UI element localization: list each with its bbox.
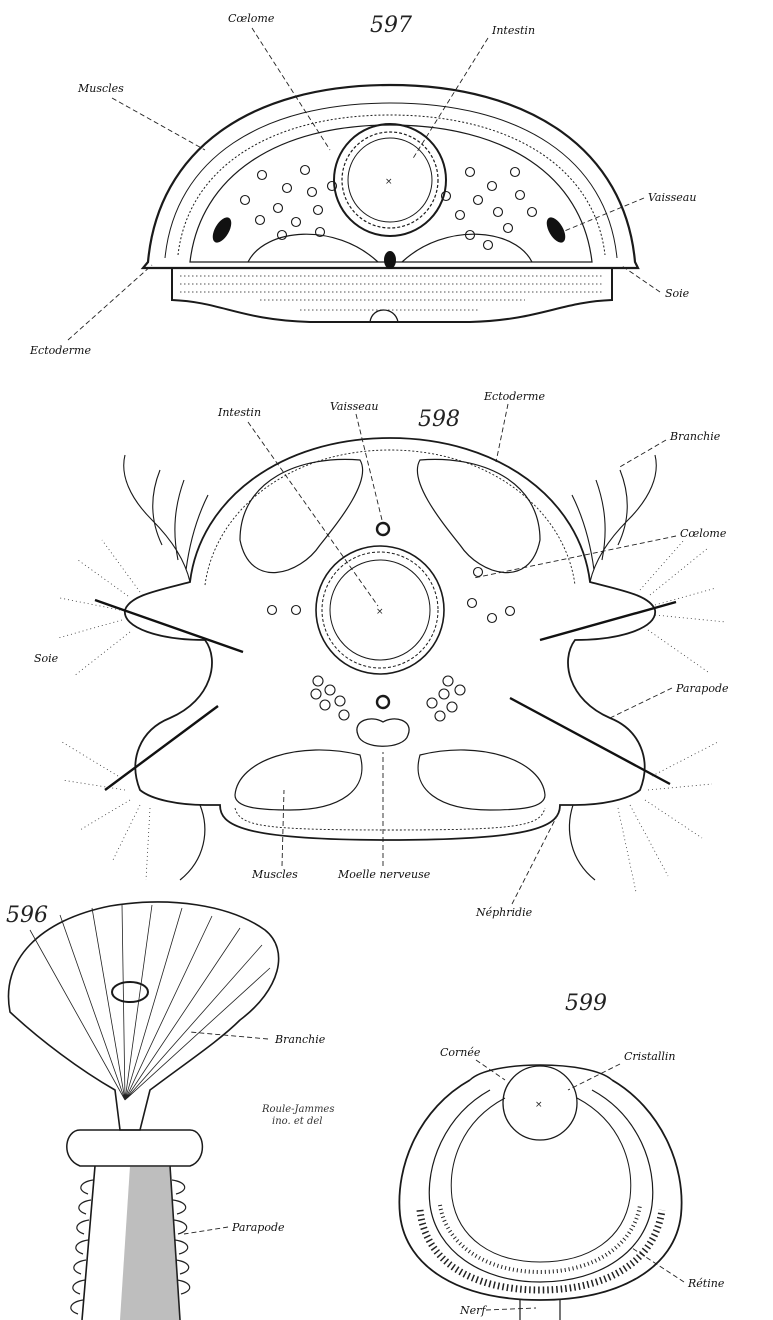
fig598-label-ectoderme: Ectoderme xyxy=(483,390,545,403)
signature-line-1: Roule-Jammes xyxy=(261,1104,334,1115)
fig598-chaeta-lower-left xyxy=(105,706,218,790)
fig598-chaeta-upper-left xyxy=(95,600,243,652)
fig598-ventral-vessel xyxy=(377,696,389,708)
fig598-dorsal-muscle-left xyxy=(240,459,363,572)
fig599-crystalline-mark: × xyxy=(535,1100,543,1110)
fig598-intestine-mark: × xyxy=(376,607,384,617)
fig598-leader-nephridie xyxy=(512,810,560,904)
fig598-ventral-ectoderm xyxy=(235,808,545,830)
fig598-cirrus-right xyxy=(569,805,595,880)
fig598-leader-vaisseau xyxy=(356,414,382,520)
fig599-leader-cornee xyxy=(476,1060,505,1080)
fig597-ventral-vessel xyxy=(384,251,396,269)
fig598-label-parapode: Parapode xyxy=(675,682,729,695)
fig596-leader-parapode xyxy=(184,1227,228,1234)
fig597-label-ectoderme: Ectoderme xyxy=(29,344,91,357)
figure-598: 598 × xyxy=(34,390,729,919)
fig598-ventral-muscle-right xyxy=(418,750,545,810)
fig598-leader-ectoderme xyxy=(496,404,508,462)
fig598-dorsal-vessel xyxy=(377,523,389,535)
fig598-leader-branchie xyxy=(618,440,666,468)
fig598-label-moelle: Moelle nerveuse xyxy=(337,868,431,881)
fig597-ventral-groove xyxy=(370,310,398,322)
fig598-nerve-cord xyxy=(357,719,409,746)
fig598-label-vaisseau: Vaisseau xyxy=(330,400,378,413)
fig596-leader-branchie xyxy=(190,1032,268,1039)
fig596-collar xyxy=(67,1130,203,1166)
fig597-leader-soie xyxy=(622,266,660,292)
fig599-optic-nerve xyxy=(520,1300,560,1320)
signature-line-2: ino. et del xyxy=(272,1116,322,1127)
figure-number-596: 596 xyxy=(6,903,48,928)
fig597-muscle-mound-left xyxy=(248,234,378,262)
fig597-label-muscles: Muscles xyxy=(77,82,124,95)
fig597-leader-intestin xyxy=(412,38,488,160)
fig598-label-coelome: Cœlome xyxy=(680,527,727,540)
fig599-eye-inner-1 xyxy=(429,1090,653,1282)
fig597-label-soie: Soie xyxy=(665,287,690,300)
figure-number-597: 597 xyxy=(370,13,412,38)
fig599-eye-outer xyxy=(399,1080,681,1300)
fig598-branchia-right xyxy=(572,455,656,582)
fig596-label-parapode: Parapode xyxy=(231,1221,285,1234)
fig598-label-intestin: Intestin xyxy=(217,406,261,419)
fig596-crown-radials xyxy=(30,904,270,1100)
figure-number-599: 599 xyxy=(565,991,607,1016)
fig598-branchia-left xyxy=(124,455,208,582)
fig599-cornea xyxy=(470,1065,612,1080)
fig598-coelomic-cells xyxy=(268,568,515,722)
fig598-label-nephridie: Néphridie xyxy=(475,906,533,919)
fig599-label-cristallin: Cristallin xyxy=(624,1050,675,1063)
figure-number-598: 598 xyxy=(418,407,460,432)
figure-599: 599 × Cornée Cristallin Rétine Nerf xyxy=(399,991,724,1320)
fig598-chaeta-upper-right xyxy=(540,602,676,640)
fig598-leader-parapode xyxy=(610,688,672,718)
fig599-retina-band xyxy=(420,1210,662,1290)
fig596-trunk-shading xyxy=(120,1166,180,1320)
fig596-branchial-crown xyxy=(8,902,278,1130)
fig596-tentacle-base xyxy=(112,982,148,1002)
fig599-label-cornee: Cornée xyxy=(440,1046,481,1059)
fig597-coelom-outline xyxy=(190,125,592,262)
fig597-leader-ectoderme xyxy=(68,265,152,340)
figure-597: 597 × xyxy=(29,12,696,357)
fig598-leader-coelome xyxy=(474,536,676,578)
fig597-label-vaisseau: Vaisseau xyxy=(648,191,696,204)
fig598-ventral-muscle-left xyxy=(235,750,362,810)
fig597-label-intestin: Intestin xyxy=(491,24,535,37)
fig599-label-retine: Rétine xyxy=(687,1277,725,1290)
fig598-cirrus-left xyxy=(180,805,205,880)
fig597-vessel-right xyxy=(543,214,569,245)
fig597-leader-vaisseau xyxy=(562,198,644,232)
fig597-vessel-left xyxy=(209,214,235,245)
fig599-leader-nerf xyxy=(486,1308,536,1310)
fig597-intestine-mark: × xyxy=(385,177,393,187)
fig598-ectoderm-cells xyxy=(205,450,575,585)
fig597-leader-coelome xyxy=(252,28,330,150)
fig597-label-coelome: Cœlome xyxy=(228,12,275,25)
fig598-leader-muscles xyxy=(282,790,284,866)
fig597-leader-muscles xyxy=(112,98,205,150)
artist-signature: Roule-Jammes ino. et del xyxy=(261,1104,334,1127)
fig599-label-nerf: Nerf xyxy=(459,1304,487,1317)
fig598-label-soie: Soie xyxy=(34,652,59,665)
fig596-label-branchie: Branchie xyxy=(274,1033,326,1046)
fig598-label-muscles: Muscles xyxy=(251,868,298,881)
fig598-chaeta-lower-right xyxy=(510,698,670,784)
fig598-label-branchie: Branchie xyxy=(669,430,721,443)
fig599-eye-inner-2 xyxy=(451,1098,630,1262)
fig597-ventral-striations xyxy=(180,276,604,310)
fig598-dorsal-muscle-right xyxy=(417,459,540,572)
